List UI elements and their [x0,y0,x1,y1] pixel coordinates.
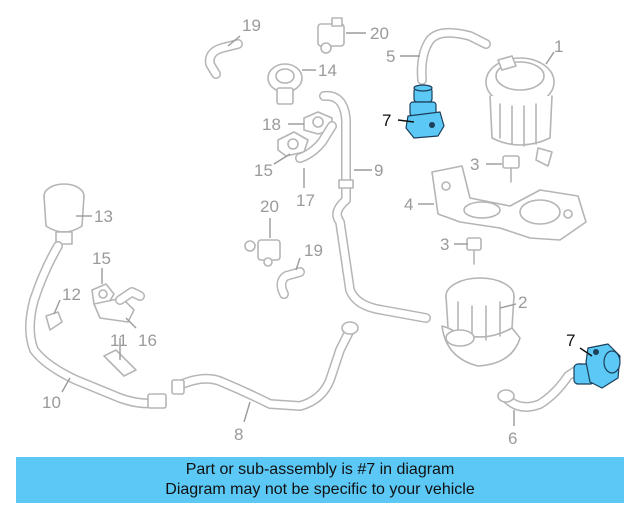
callout-11: 11 [110,331,128,350]
part-16-pipe[interactable] [93,287,145,323]
part-7-top-valve[interactable] [405,84,445,139]
part-15-upper-gasket[interactable] [277,131,309,157]
callout-10: 10 [42,393,61,412]
part-19-lower-hose[interactable] [276,267,305,299]
part-2-air-pump[interactable] [441,277,521,367]
part-14-valve[interactable] [267,63,303,105]
callout-4: 4 [404,195,413,214]
callout-6: 6 [508,429,517,448]
callout-15-top: 15 [254,161,273,180]
part-10-hose[interactable] [25,241,167,409]
callout-9: 9 [374,161,383,180]
callout-3-lower: 3 [440,235,449,254]
callouts: 19 20 5 1 14 7 18 15 17 9 3 4 13 20 3 19 [42,16,593,448]
callout-5: 5 [386,47,395,66]
callout-8: 8 [234,425,243,444]
part-6-hose[interactable] [497,363,585,412]
part-4-bracket[interactable] [431,165,587,241]
callout-3-top: 3 [470,155,479,174]
part-3-lower-bolt[interactable] [466,237,482,265]
callout-19-lower: 19 [304,241,323,260]
part-13-valve[interactable] [43,183,85,245]
banner-part-line: Part or sub-assembly is #7 in diagram [185,461,455,478]
callout-15-lower: 15 [92,249,111,268]
callout-13: 13 [94,207,113,226]
callout-20-top: 20 [370,24,389,43]
callout-1: 1 [554,37,563,56]
callout-17: 17 [296,191,315,210]
part-5-hose[interactable] [416,27,491,85]
part-11-clip[interactable] [103,349,137,377]
part-7-lower-valve[interactable] [573,343,621,389]
part-20-top-valve[interactable] [317,17,345,54]
callout-2: 2 [518,293,527,312]
part-12-clip[interactable] [45,311,63,331]
part-19-top-hose[interactable] [204,39,243,79]
part-3-upper-bolt[interactable] [502,155,520,183]
callout-7-lower: 7 [566,331,575,350]
parts-diagram: 19 20 5 1 14 7 18 15 17 9 3 4 13 20 3 19 [25,16,621,448]
callout-16: 16 [138,331,157,350]
callout-12: 12 [62,285,81,304]
part-20-lower-valve[interactable] [244,239,281,267]
part-17-pipe[interactable] [295,121,337,163]
info-banner: Part or sub-assembly is #7 in diagram Di… [16,457,624,503]
part-9-hose[interactable] [319,90,431,323]
banner-disclaimer-line: Diagram may not be specific to your vehi… [165,481,475,498]
callout-14: 14 [318,61,337,80]
callout-19-top: 19 [242,16,261,35]
callout-7-top: 7 [382,111,391,130]
callout-18: 18 [262,115,281,134]
part-1-air-pump[interactable] [485,55,555,167]
part-15-lower-gasket[interactable] [91,283,115,305]
part-8-hose[interactable] [171,321,359,411]
callout-20-lower: 20 [260,197,279,216]
